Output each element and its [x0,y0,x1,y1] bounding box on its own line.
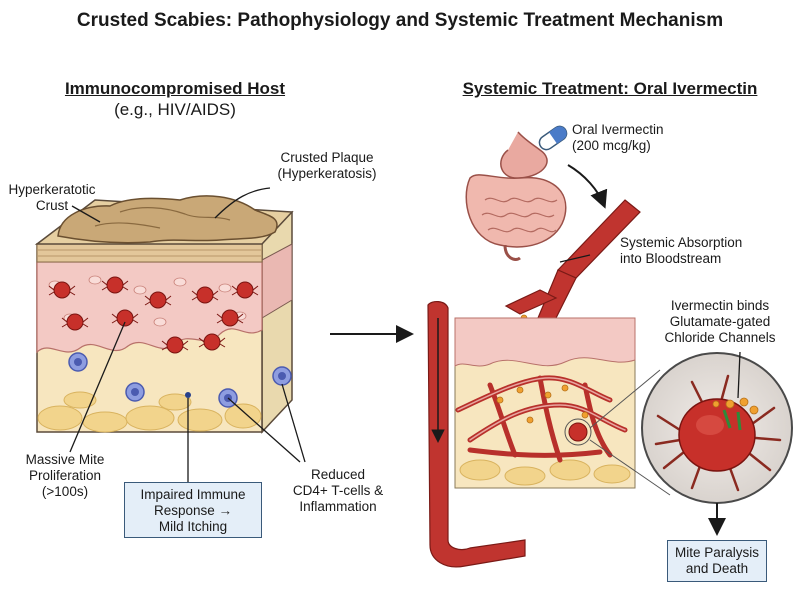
left-panel-subheading: (e.g., HIV/AIDS) [114,100,236,119]
crusted-plaque-label: Crusted Plaque (Hyperkeratosis) [277,150,377,181]
main-artery [427,301,526,568]
magnifier [589,352,793,504]
gi-tract [465,131,567,261]
reduced-tcells-label: Reduced CD4+ T-cells & Inflammation [292,467,384,514]
pill-icon [538,125,568,151]
hyperkeratotic-crust-label: Hyperkeratotic Crust [8,182,96,213]
immune-cells [68,352,292,408]
mites [48,276,259,354]
mite-paralysis-box: Mite Paralysis and Death [667,540,767,582]
oral-ivermectin-label: Oral Ivermectin (200 mcg/kg) [572,122,664,153]
dermis-block [454,317,636,489]
mite-proliferation-label: Massive Mite Proliferation (>100s) [25,452,105,499]
left-panel-heading: Immunocompromised Host [64,79,286,98]
ivermectin-binds-label: Ivermectin binds Glutamate-gated Chlorid… [664,298,776,345]
blood-vessel [504,199,641,327]
left-pointer-lines [69,187,306,482]
page-title: Crusted Scabies: Pathophysiology and Sys… [76,10,724,31]
impaired-immune-box: Impaired Immune Response → Mild Itching [124,482,262,538]
right-panel-heading: Systemic Treatment: Oral Ivermectin [462,79,758,98]
systemic-absorption-label: Systemic Absorption into Bloodstream [620,235,743,266]
skin-block [34,195,294,434]
right-arrow-icon: → [218,503,233,518]
